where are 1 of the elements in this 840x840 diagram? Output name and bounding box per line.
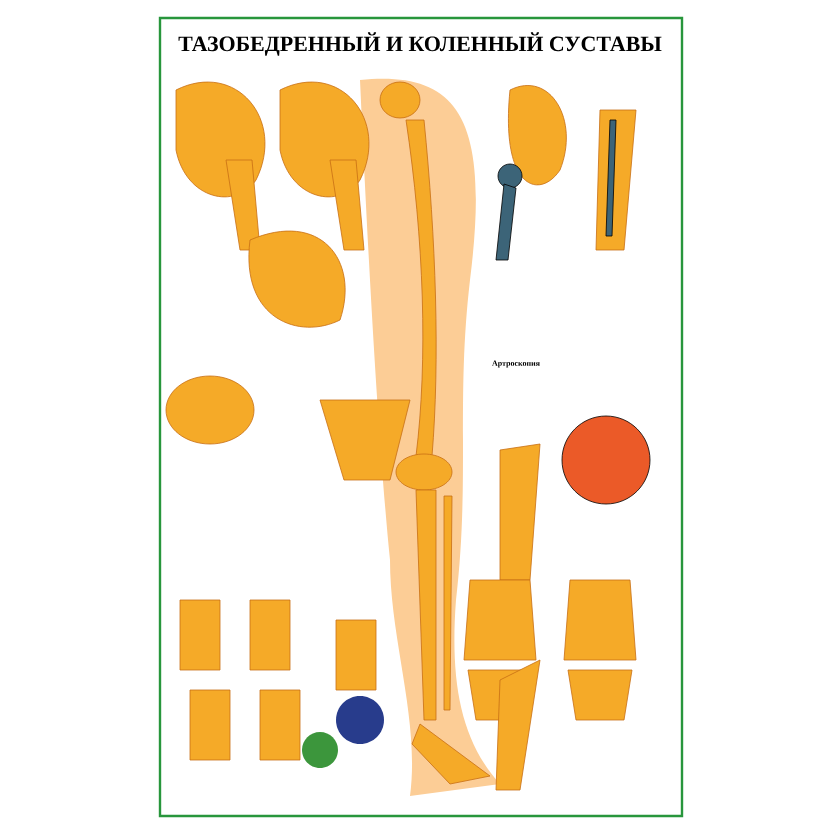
title: ТАЗОБЕДРЕННЫЙ И КОЛЕННЫЙ СУСТАВЫ: [178, 32, 662, 56]
